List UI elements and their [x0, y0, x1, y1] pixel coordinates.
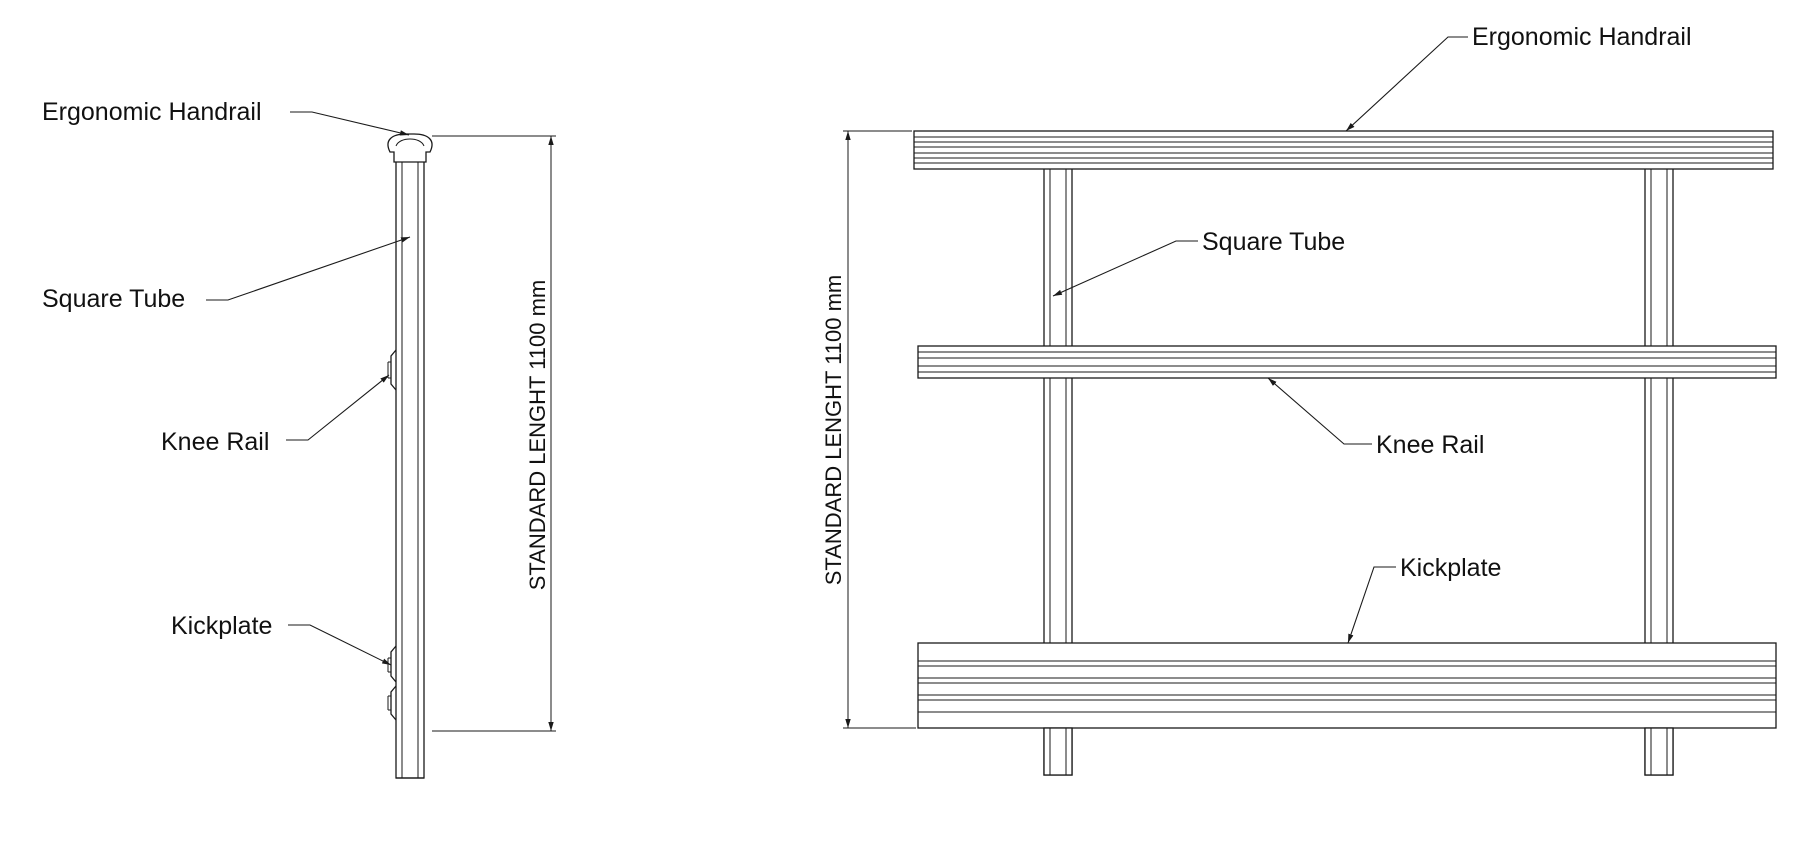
front-square-tube-label: Square Tube: [1202, 228, 1345, 256]
side-kickplate-label: Kickplate: [171, 612, 272, 640]
side-square-tube-post: [395, 149, 425, 779]
front-knee-rail-label: Knee Rail: [1376, 431, 1484, 459]
side-view: STANDARD LENGHT 1100 mm Ergonomic Handra…: [42, 98, 556, 779]
front-handrail: [913, 130, 1774, 170]
front-knee-rail: [917, 345, 1777, 379]
side-dimension-label: STANDARD LENGHT 1100 mm: [525, 280, 550, 591]
side-knee-rail-label: Knee Rail: [161, 428, 269, 456]
side-handrail-profile: [387, 133, 433, 163]
side-handrail-leader: [290, 111, 410, 136]
front-kickplate: [917, 642, 1777, 729]
front-kickplate-label: Kickplate: [1400, 554, 1501, 582]
side-square-tube-label: Square Tube: [42, 285, 185, 313]
side-kickplate-leader: [288, 624, 392, 666]
front-dimension-label: STANDARD LENGHT 1100 mm: [821, 275, 846, 586]
side-knee-rail-clamp: [387, 349, 397, 391]
front-square-tube-leader: [1052, 240, 1198, 297]
front-handrail-leader: [1345, 36, 1468, 132]
front-handrail-label: Ergonomic Handrail: [1472, 23, 1692, 51]
side-square-tube-leader: [206, 236, 411, 301]
front-dimension-line: [843, 130, 916, 729]
front-knee-rail-leader: [1267, 377, 1372, 445]
front-post-feet: [1043, 727, 1674, 776]
side-kickplate-clamps: [387, 645, 397, 721]
front-kickplate-leader: [1347, 566, 1396, 644]
side-knee-rail-leader: [286, 374, 390, 441]
side-dimension-line: [432, 135, 556, 732]
side-handrail-label: Ergonomic Handrail: [42, 98, 262, 126]
front-view: STANDARD LENGHT 1100 mm Ergonomic Handra…: [821, 23, 1777, 776]
